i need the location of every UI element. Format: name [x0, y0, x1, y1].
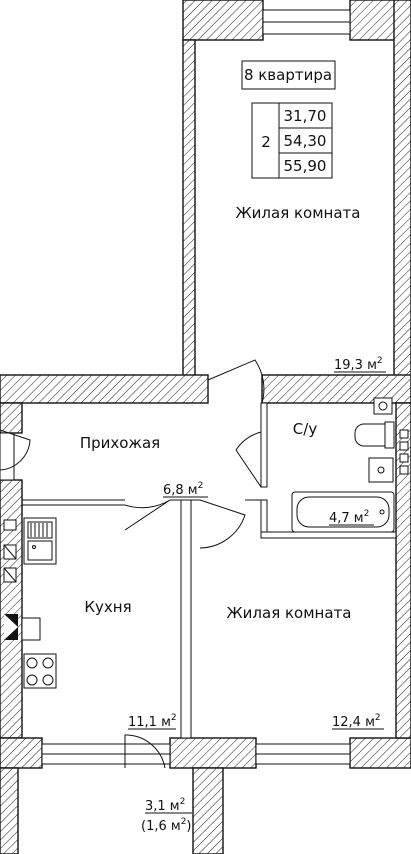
living-room-1-name: Жилая комната [236, 204, 361, 222]
ventilation [399, 429, 409, 475]
area-total-with-balcony: 55,90 [284, 157, 327, 175]
hallway-area: 6,8 м2 [163, 481, 203, 498]
bathroom-name: С/у [293, 420, 318, 438]
living-room-2-name: Жилая комната [227, 604, 352, 622]
apartment-title: 8 квартира [244, 66, 332, 84]
balcony-reduced-area: (1,6 м2) [141, 817, 192, 834]
kitchen-area: 11,1 м2 [128, 713, 177, 730]
windows [0, 9, 351, 765]
rooms-count: 2 [261, 133, 271, 151]
bathroom-area: 4,7 м2 [329, 509, 369, 526]
doors [0, 359, 265, 769]
apartment-info: 8 квартира 2 31,70 54,30 55,90 [241, 60, 336, 179]
area-living: 31,70 [284, 107, 327, 125]
living-room-1-area: 19,3 м2 [334, 356, 383, 373]
bathroom-fixtures [291, 397, 409, 533]
hallway-name: Прихожая [80, 434, 160, 452]
living-room-2-area: 12,4 м2 [332, 713, 381, 730]
balcony-area: 3,1 м2 [145, 797, 185, 814]
area-total: 54,30 [284, 132, 327, 150]
room-labels: Жилая комната 19,3 м2 Прихожая 6,8 м2 С/… [80, 204, 386, 834]
kitchen-name: Кухня [84, 598, 131, 616]
partitions [22, 402, 397, 739]
kitchen-fixtures [3, 517, 57, 689]
riser-symbols [3, 519, 18, 640]
